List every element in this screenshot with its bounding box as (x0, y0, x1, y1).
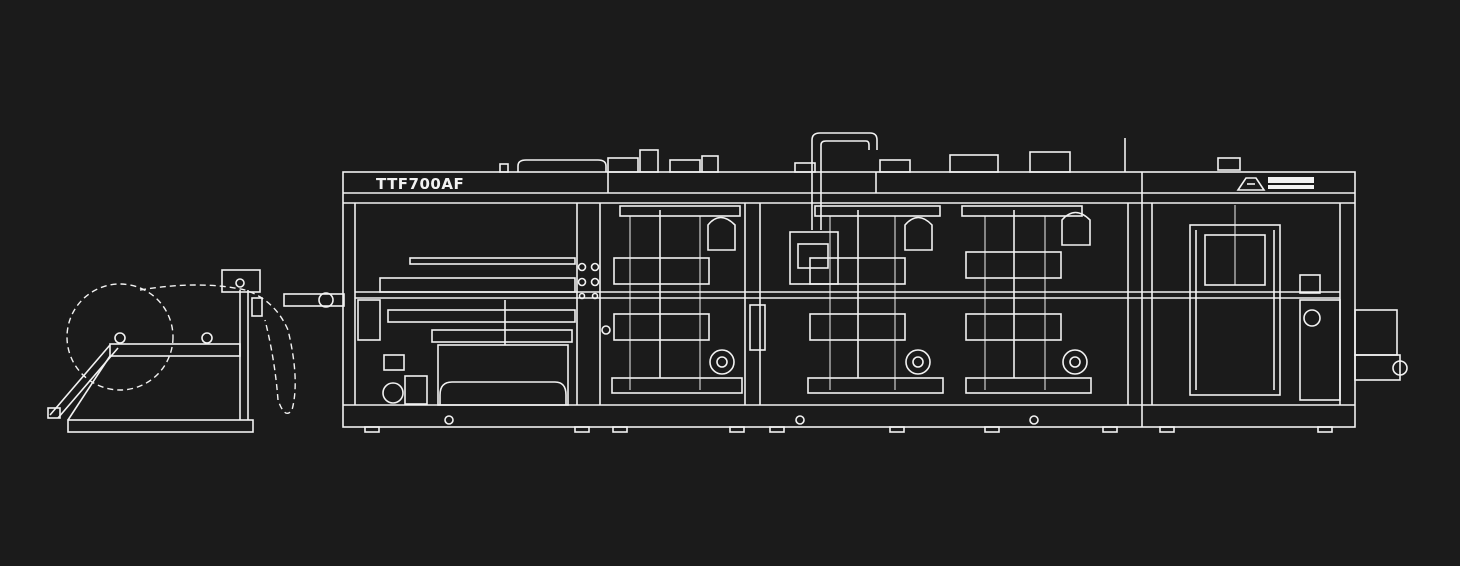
station-cutting (749, 205, 944, 394)
top-components (499, 132, 1241, 230)
unwind-stand (47, 269, 345, 433)
heater-section (357, 257, 611, 406)
station-stacking (961, 205, 1092, 394)
brand-logo-icon (1236, 177, 1314, 191)
main-frame: TTF700AF (342, 171, 1356, 433)
model-label: TTF700AF (376, 175, 464, 193)
station-forming (611, 205, 743, 394)
stacker-section (1189, 205, 1408, 401)
